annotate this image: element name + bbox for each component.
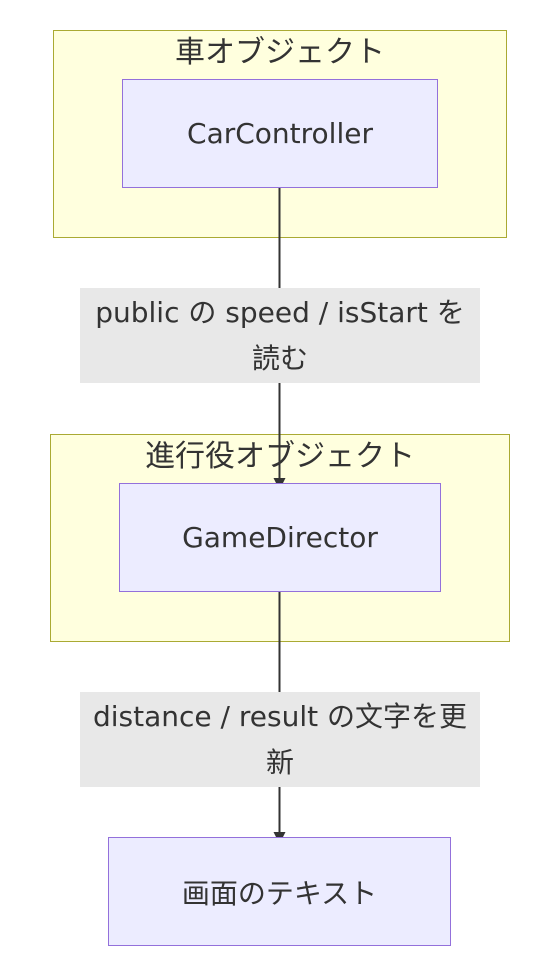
car-object-group-title: 車オブジェクト bbox=[175, 35, 385, 70]
screen-text-label: 画面のテキスト bbox=[181, 876, 378, 910]
car-controller-label: CarController bbox=[187, 117, 373, 150]
edge-label-car-to-director-text: public の speed / isStart を読む bbox=[95, 295, 465, 375]
screen-text-node[interactable]: 画面のテキスト bbox=[108, 837, 451, 946]
car-controller-node[interactable]: CarController bbox=[122, 79, 438, 188]
game-director-node[interactable]: GameDirector bbox=[119, 483, 441, 592]
game-director-label: GameDirector bbox=[182, 521, 378, 554]
edge-label-director-to-text: distance / result の文字を更新 bbox=[80, 692, 480, 787]
edge-label-car-to-director: public の speed / isStart を読む bbox=[80, 288, 480, 383]
edge-label-director-to-text-text: distance / result の文字を更新 bbox=[93, 699, 467, 779]
